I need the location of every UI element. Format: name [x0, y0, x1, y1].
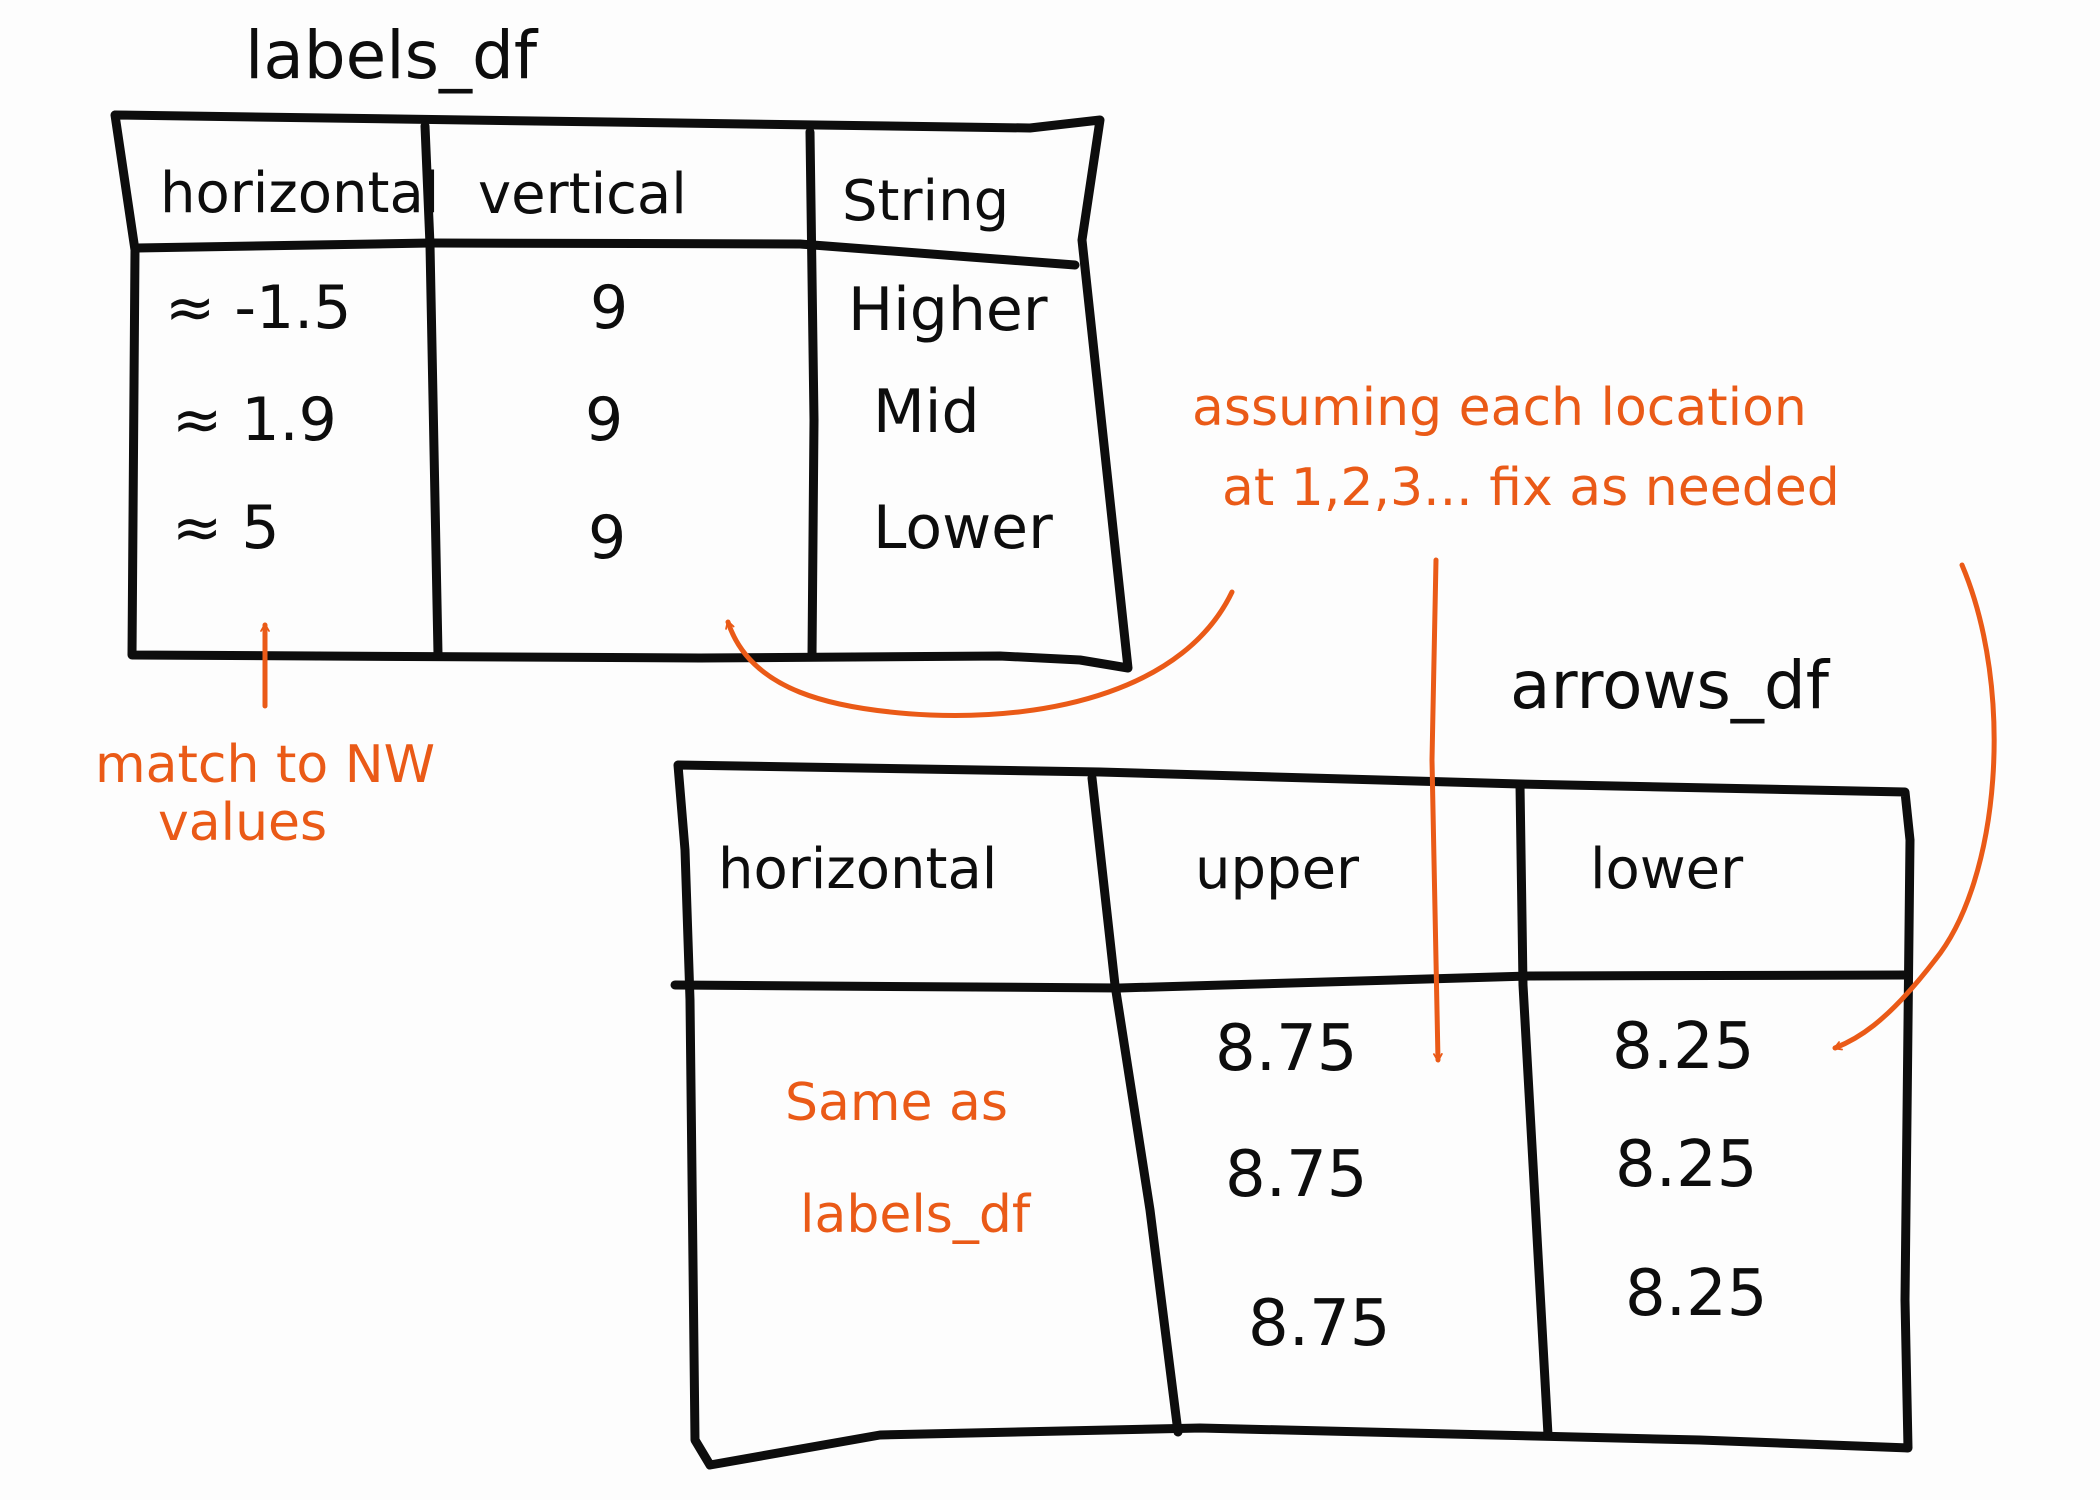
labels-df-cell-vertical: 9	[588, 503, 626, 573]
arrows-df-lower-value: 8.25	[1615, 1128, 1758, 1202]
arrows-df-title: arrows_df	[1510, 647, 1831, 724]
labels-df-table: labels_df horizontal vertical String ≈ -…	[110, 17, 1133, 673]
labels-df-cell-horizontal: ≈ 5	[172, 493, 280, 563]
labels-df-cell-vertical: 9	[585, 385, 623, 455]
assuming-arrow-to-lower	[1832, 562, 1997, 1051]
labels-df-title: labels_df	[245, 17, 539, 94]
arrows-df-column-line-2	[1515, 780, 1553, 1440]
labels-df-header-horizontal: horizontal	[160, 161, 439, 226]
arrows-df-border	[673, 760, 1915, 1470]
assuming-text: at 1,2,3... fix as needed	[1222, 458, 1840, 518]
arrows-df-upper-value: 8.75	[1225, 1138, 1368, 1212]
labels-df-header-string: String	[842, 169, 1009, 234]
arrows-df-column-line-1	[1087, 773, 1183, 1437]
arrows-df-header-upper: upper	[1195, 837, 1360, 902]
labels-df-cell-horizontal: ≈ 1.9	[172, 385, 337, 455]
match-nw-text: values	[158, 793, 327, 853]
arrows-df-header-lower: lower	[1590, 837, 1744, 902]
match-nw-text: match to NW	[95, 735, 435, 795]
labels-df-header-vertical: vertical	[478, 162, 687, 227]
labels-df-column-line-1	[420, 121, 443, 659]
labels-df-header-line	[132, 238, 1080, 270]
labels-df-cell-vertical: 9	[590, 273, 628, 343]
labels-df-border	[110, 110, 1133, 673]
labels-df-cell-string: Higher	[848, 275, 1048, 345]
annotation-match-nw: match to NW values	[95, 622, 435, 853]
labels-df-column-line-2	[805, 127, 819, 661]
arrows-df-upper-value: 8.75	[1215, 1012, 1358, 1086]
assuming-text: assuming each location	[1192, 378, 1807, 438]
arrows-df-lower-value: 8.25	[1612, 1010, 1755, 1084]
arrows-df-horizontal-note: labels_df	[800, 1185, 1032, 1245]
labels-df-cell-horizontal: ≈ -1.5	[165, 273, 351, 343]
assuming-arrow-to-upper	[1429, 557, 1443, 1063]
assuming-arrow-to-labels-vertical	[725, 589, 1235, 718]
arrows-df-upper-value: 8.75	[1248, 1287, 1391, 1361]
arrows-df-lower-value: 8.25	[1625, 1257, 1768, 1331]
arrows-df-header-line	[670, 970, 1910, 993]
arrows-df-table: arrows_df horizontal upper lower Same as…	[670, 647, 1915, 1470]
labels-df-cell-string: Mid	[873, 377, 980, 447]
labels-df-cell-string: Lower	[873, 493, 1053, 563]
arrows-df-header-horizontal: horizontal	[718, 837, 997, 902]
annotation-assuming: assuming each location at 1,2,3... fix a…	[725, 378, 1997, 1063]
arrows-df-horizontal-note: Same as	[785, 1073, 1008, 1133]
